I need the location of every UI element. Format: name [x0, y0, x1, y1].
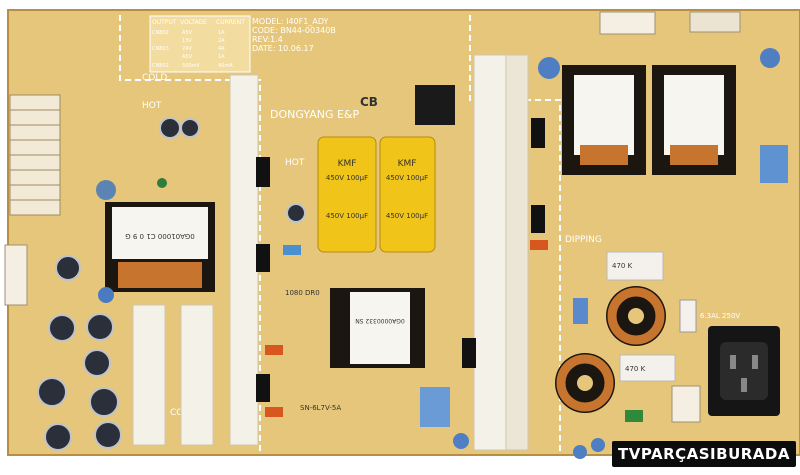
watermark-logo: TVPARÇASIBURADA — [612, 441, 796, 467]
rev-label: REV:1.4 — [252, 35, 283, 44]
right-top-connector — [689, 11, 741, 33]
standby-transformer-code: 0GA0000332 SN — [355, 317, 405, 324]
capacitor-brand: KMF — [338, 159, 357, 169]
table-cell: CN802 — [152, 63, 169, 69]
transformer-standby: 0GA0000332 SN — [330, 288, 425, 368]
manufacturer-label: DONGYANG E&P — [270, 108, 360, 121]
part-stamp: 1080 DR0 — [285, 289, 320, 297]
table-cell: 13V — [182, 38, 192, 44]
code-label: CODE: BN44-00340B — [252, 26, 336, 35]
table-cell: CN803 — [152, 46, 169, 52]
fuse — [679, 299, 697, 333]
table-cell: 2A — [218, 38, 225, 44]
table-cell: CN802 — [152, 30, 169, 36]
model-label: MODEL: I40F1_ADY — [252, 17, 329, 26]
capacitor-rating-repeat: 450V 100µF — [386, 212, 428, 220]
transformer-right-b — [652, 65, 736, 175]
connector-pins — [10, 109, 60, 201]
top-connector — [599, 11, 656, 35]
bulk-capacitor-left: KMF 450V 100µF 450V 100µF — [317, 136, 377, 253]
toroid-inductor-lower — [555, 353, 615, 413]
cert-mark: CB — [360, 95, 378, 109]
heatsink-left-a — [132, 304, 166, 446]
transformer-right-a — [562, 65, 646, 175]
table-header-output: OUTPUT — [152, 19, 177, 26]
ntc-label: 470 K — [612, 262, 633, 270]
table-cell: 24V — [182, 46, 192, 52]
ntc-block-lower — [619, 354, 676, 382]
transformer-left: 0GA01000 C1 0 9 G — [105, 202, 215, 292]
side-connector — [4, 244, 28, 306]
bulk-capacitor-right: KMF 450V 100µF 450V 100µF — [379, 136, 436, 253]
capacitor-cluster-left — [37, 117, 306, 451]
capacitor-rating: 450V 100µF — [386, 174, 428, 182]
heatsink-left-b — [180, 304, 214, 446]
table-header-voltage: VOLTAGE — [180, 19, 207, 26]
power-transistors — [256, 118, 545, 402]
heatsink-right-a — [473, 54, 507, 451]
heatsink-center — [229, 74, 259, 446]
table-cell: 500mV — [182, 63, 200, 69]
ac-power-inlet — [708, 326, 780, 416]
bottom-connector — [671, 385, 701, 423]
fuse-rating: 6.3AL 250V — [700, 312, 740, 320]
heatsink-right-b — [505, 54, 529, 451]
bottom-mark: SN-6L7V-5A — [300, 404, 341, 412]
capacitor-rating: 450V 100µF — [326, 174, 368, 182]
table-cell: 1A — [218, 54, 225, 60]
capacitor-brand: KMF — [398, 159, 417, 169]
table-cell: A5V — [182, 30, 193, 36]
relay-component — [415, 85, 455, 125]
hot-zone-label-secondary: HOT — [285, 158, 305, 168]
table-cell: 4A — [218, 46, 225, 52]
cold-zone-label: COLD — [142, 73, 167, 83]
table-cell: 40mA — [218, 63, 233, 69]
capacitor-rating-repeat: 450V 100µF — [326, 212, 368, 220]
dipping-label: DIPPING — [565, 235, 602, 245]
toroid-inductor-upper — [606, 286, 666, 346]
ntc-label-secondary: 470 K — [625, 365, 646, 373]
small-components — [96, 48, 788, 459]
date-label: DATE: 10.06.17 — [252, 44, 314, 53]
table-cell: 1A — [218, 30, 225, 36]
table-header-current: CURRENT — [216, 19, 245, 26]
transformer-left-code: 0GA01000 C1 0 9 G — [125, 232, 195, 240]
output-spec-table: OUTPUT VOLTAGE CURRENT CN802 A5V 1A 13V … — [149, 15, 251, 73]
table-cell: A5V — [182, 54, 193, 60]
ntc-block-upper — [606, 251, 664, 281]
hot-zone-label: HOT — [142, 101, 162, 111]
